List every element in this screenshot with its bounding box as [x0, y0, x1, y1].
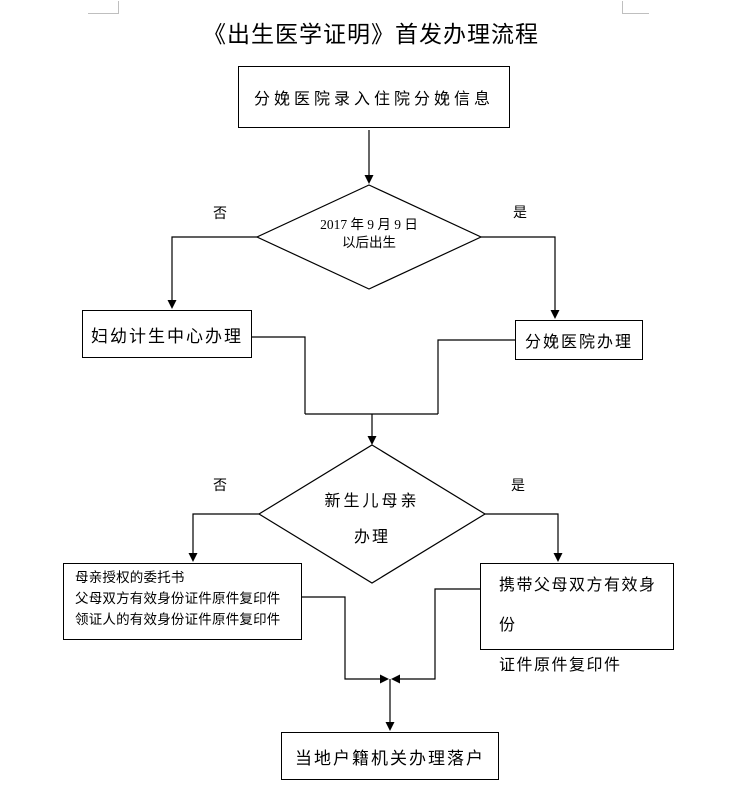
- edge-start-to-decision1: [364, 130, 374, 184]
- decision1-text-line1: 2017 年 9 月 9 日: [320, 217, 418, 232]
- decision2-diamond-shape: [257, 444, 487, 584]
- node-start-delivery-hospital-entry: 分娩医院录入住院分娩信息: [238, 66, 510, 128]
- node-maternal-child-center: 妇幼计生中心办理: [82, 310, 252, 358]
- decision2-text-line1: 新生儿母亲: [324, 493, 420, 510]
- decision2-yes-label: 是: [511, 479, 525, 494]
- edge-merge1: [252, 336, 515, 445]
- edge-merge2: [302, 588, 480, 731]
- page-margin-mark-right: [622, 1, 649, 14]
- node-parents-documents-line2: 证件原件复印件: [499, 657, 622, 674]
- node-parents-documents-line1: 携带父母双方有效身份: [499, 577, 657, 634]
- edge-decision1-yes: [481, 236, 560, 319]
- decision2-no-label: 否: [213, 479, 227, 494]
- decision2-text-line2: 办理: [353, 529, 390, 546]
- node-delivery-hospital-label: 分娩医院办理: [524, 334, 633, 351]
- node-start-label: 分娩医院录入住院分娩信息: [253, 91, 494, 108]
- edge-decision2-no: [188, 513, 259, 562]
- node-delegate-documents-line3: 领证人的有效身份证件原件复印件: [75, 612, 281, 627]
- node-parents-documents: 携带父母双方有效身份 证件原件复印件: [480, 563, 674, 674]
- decision1-text-line2: 以后出生: [342, 235, 396, 250]
- node-delegate-documents-line1: 母亲授权的委托书: [75, 570, 185, 585]
- node-end-household-registration: 当地户籍机关办理落户: [281, 732, 499, 780]
- page-title: 《出生医学证明》首发办理流程: [203, 22, 539, 47]
- node-delegate-documents: 母亲授权的委托书 父母双方有效身份证件原件复印件 领证人的有效身份证件原件复印件: [63, 563, 302, 640]
- edge-decision1-no: [167, 236, 257, 309]
- decision1-diamond-shape: [255, 184, 483, 290]
- page-margin-mark-left: [88, 1, 119, 14]
- decision1-no-label: 否: [213, 207, 227, 222]
- node-maternal-child-center-label: 妇幼计生中心办理: [91, 326, 243, 346]
- node-delivery-hospital: 分娩医院办理: [515, 320, 643, 360]
- decision1-yes-label: 是: [513, 206, 527, 221]
- node-end-label: 当地户籍机关办理落户: [295, 748, 485, 768]
- node-delegate-documents-line2: 父母双方有效身份证件原件复印件: [75, 591, 281, 606]
- edge-decision2-yes: [485, 513, 563, 562]
